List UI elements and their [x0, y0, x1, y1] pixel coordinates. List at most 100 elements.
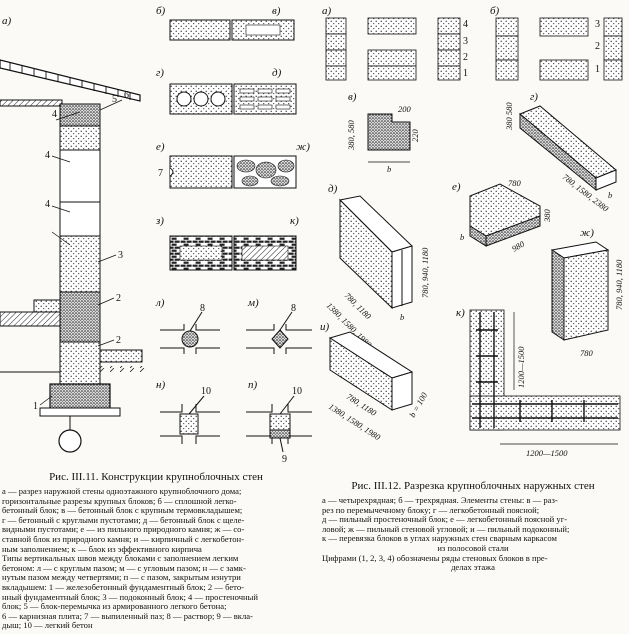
- svg-text:е): е): [156, 141, 165, 153]
- callout-4b: 4: [45, 150, 50, 161]
- legend-line: а — разрез наружной стены одноэтажного к…: [2, 486, 242, 496]
- svg-text:з): з): [155, 215, 164, 227]
- svg-text:б): б): [490, 5, 500, 17]
- corner-frame-k: к) 1200—1500 1200—1500: [456, 307, 621, 458]
- legend-line: к — перевязка блоков в углах наружных ст…: [322, 533, 557, 544]
- svg-text:л): л): [155, 297, 165, 309]
- callout-2b: 2: [116, 335, 121, 346]
- svg-text:б): б): [156, 5, 166, 17]
- callout-6: 6: [124, 90, 129, 101]
- joint-types: л) м) 8 8 н) п) 10 10 9: [155, 297, 312, 465]
- legend-line: бетонный блок; в — бетонный блок с крупн…: [2, 505, 243, 516]
- legend-line: горизонтальные разрезы крупных блоков; б…: [2, 495, 237, 506]
- legend-line: делах этажа: [451, 562, 495, 573]
- legend-line: а — четырехрядная; б — трехрядная. Элеме…: [322, 495, 558, 505]
- svg-text:780: 780: [580, 348, 594, 358]
- legend-line: нутым пазом между четвертями; п — с пазо…: [2, 572, 241, 583]
- figure-12-legend: а — четырехрядная; б — трехрядная. Элеме…: [322, 495, 624, 573]
- block-e-12: е) 780 380 980 b: [452, 178, 552, 254]
- legend-line: дыш; 10 — легкий бетон: [2, 620, 93, 631]
- figure-12-caption: Рис. III.12. Разрезка крупноблочных нару…: [351, 480, 595, 492]
- diagram-canvas: а): [0, 5, 624, 465]
- legend-line: рез по перемычечному блоку; г — легкобет…: [322, 504, 540, 515]
- svg-text:9: 9: [282, 454, 287, 465]
- svg-text:380: 380: [542, 209, 552, 224]
- legend-line: Цифрами (1, 2, 3, 4) обозначены ряды сте…: [322, 552, 548, 563]
- svg-text:10: 10: [292, 386, 302, 397]
- svg-text:в): в): [348, 91, 357, 103]
- svg-text:2: 2: [595, 41, 600, 52]
- svg-text:а): а): [322, 5, 332, 17]
- svg-text:д): д): [328, 183, 338, 195]
- callout-3: 3: [118, 250, 123, 261]
- svg-text:8: 8: [200, 303, 205, 314]
- svg-text:4: 4: [463, 19, 468, 30]
- legend-line: г — бетонный с круглыми пустотами; д — б…: [2, 514, 245, 525]
- svg-text:780, 940, 1180: 780, 940, 1180: [614, 259, 624, 310]
- legend-line: блок; 5 — блок-перемычка из армированног…: [2, 601, 227, 612]
- svg-text:1200—1500: 1200—1500: [526, 448, 568, 458]
- wall-section-a: а): [0, 15, 145, 453]
- legend-line: 6 — карнизная плита; 7 — выпиленный паз;…: [2, 610, 253, 621]
- legend-line: нный фундаментный блок; 3 — подоконный б…: [2, 591, 258, 602]
- legend-line: ным заполнением; к — блок из эффективног…: [2, 543, 202, 554]
- legend-line: д — пильный простеночный блок; е — легко…: [322, 514, 568, 525]
- block-b: [169, 19, 231, 41]
- callout-2: 2: [116, 293, 121, 304]
- svg-text:1200—1500: 1200—1500: [516, 346, 526, 388]
- elevation-b: б) 3 2 1: [490, 5, 623, 81]
- legend-line: вкладышем: 1 — железобетонный фундаментн…: [2, 581, 244, 592]
- svg-text:780: 780: [508, 178, 522, 188]
- svg-text:1: 1: [463, 68, 468, 79]
- svg-text:ж): ж): [580, 227, 594, 239]
- svg-text:3: 3: [595, 19, 600, 30]
- svg-text:8: 8: [291, 303, 296, 314]
- block-e: [169, 155, 233, 189]
- callout-4c: 4: [45, 199, 50, 210]
- block-plans: б) в) г) д) е) ж) 7 з) к): [155, 5, 310, 271]
- svg-text:780, 940, 1180: 780, 940, 1180: [420, 247, 430, 298]
- legend-line: ловой; ж — пильный стеновой угловой; и —…: [322, 523, 570, 534]
- legend-line: из полосовой стали: [437, 542, 509, 553]
- svg-text:b: b: [387, 164, 391, 174]
- svg-text:7: 7: [158, 168, 163, 179]
- svg-text:10: 10: [201, 386, 211, 397]
- legend-line: видными пустотами; е — из пильного приро…: [2, 524, 245, 535]
- svg-text:2: 2: [463, 52, 468, 63]
- svg-text:в): в): [272, 5, 281, 17]
- svg-text:380 580: 380 580: [504, 102, 514, 131]
- svg-text:и): и): [320, 321, 330, 333]
- block-i-12: и) 780, 1180 1380, 1580, 1980 b = 100: [320, 321, 430, 442]
- elevation-a: а) 4 3 2 1: [322, 5, 468, 81]
- section-v: в) 200 380, 580 220 b: [346, 91, 420, 174]
- svg-text:м): м): [247, 297, 259, 309]
- figure-11-legend: а — разрез наружной стены одноэтажного к…: [2, 486, 314, 631]
- legend-line: Типы вертикальных швов между блоками с з…: [2, 553, 239, 564]
- block-d-12: д) 780, 1180 1380, 1580, 1980 780, 940, …: [325, 183, 430, 350]
- svg-text:ж): ж): [296, 141, 310, 153]
- panel-label: а): [2, 15, 12, 27]
- svg-text:г): г): [530, 91, 538, 103]
- callout-1: 1: [33, 401, 38, 412]
- callout-5: 5: [112, 94, 117, 105]
- svg-text:к): к): [456, 307, 465, 319]
- svg-text:b: b: [400, 312, 404, 322]
- figure-11-caption: Рис. III.11. Конструкции крупноблочных с…: [49, 471, 263, 483]
- legend-line: бетоном: л — с круглым пазом; м — с угло…: [2, 562, 246, 573]
- svg-text:1: 1: [595, 64, 600, 75]
- svg-text:380, 580: 380, 580: [346, 120, 356, 152]
- svg-text:н): н): [156, 379, 165, 391]
- svg-text:д): д): [272, 67, 282, 79]
- svg-text:к): к): [290, 215, 299, 227]
- svg-text:200: 200: [398, 104, 412, 114]
- svg-text:b: b: [608, 190, 612, 200]
- callout-4: 4: [52, 109, 57, 120]
- legend-line: ставной блок из природного камня; и — ки…: [2, 533, 244, 544]
- svg-text:п): п): [248, 379, 258, 391]
- block-zh-12: ж) 780, 940, 1180 780: [550, 227, 624, 358]
- svg-text:е): е): [452, 181, 461, 193]
- svg-text:220: 220: [410, 129, 420, 143]
- svg-text:г): г): [156, 67, 164, 79]
- svg-text:980: 980: [510, 238, 527, 253]
